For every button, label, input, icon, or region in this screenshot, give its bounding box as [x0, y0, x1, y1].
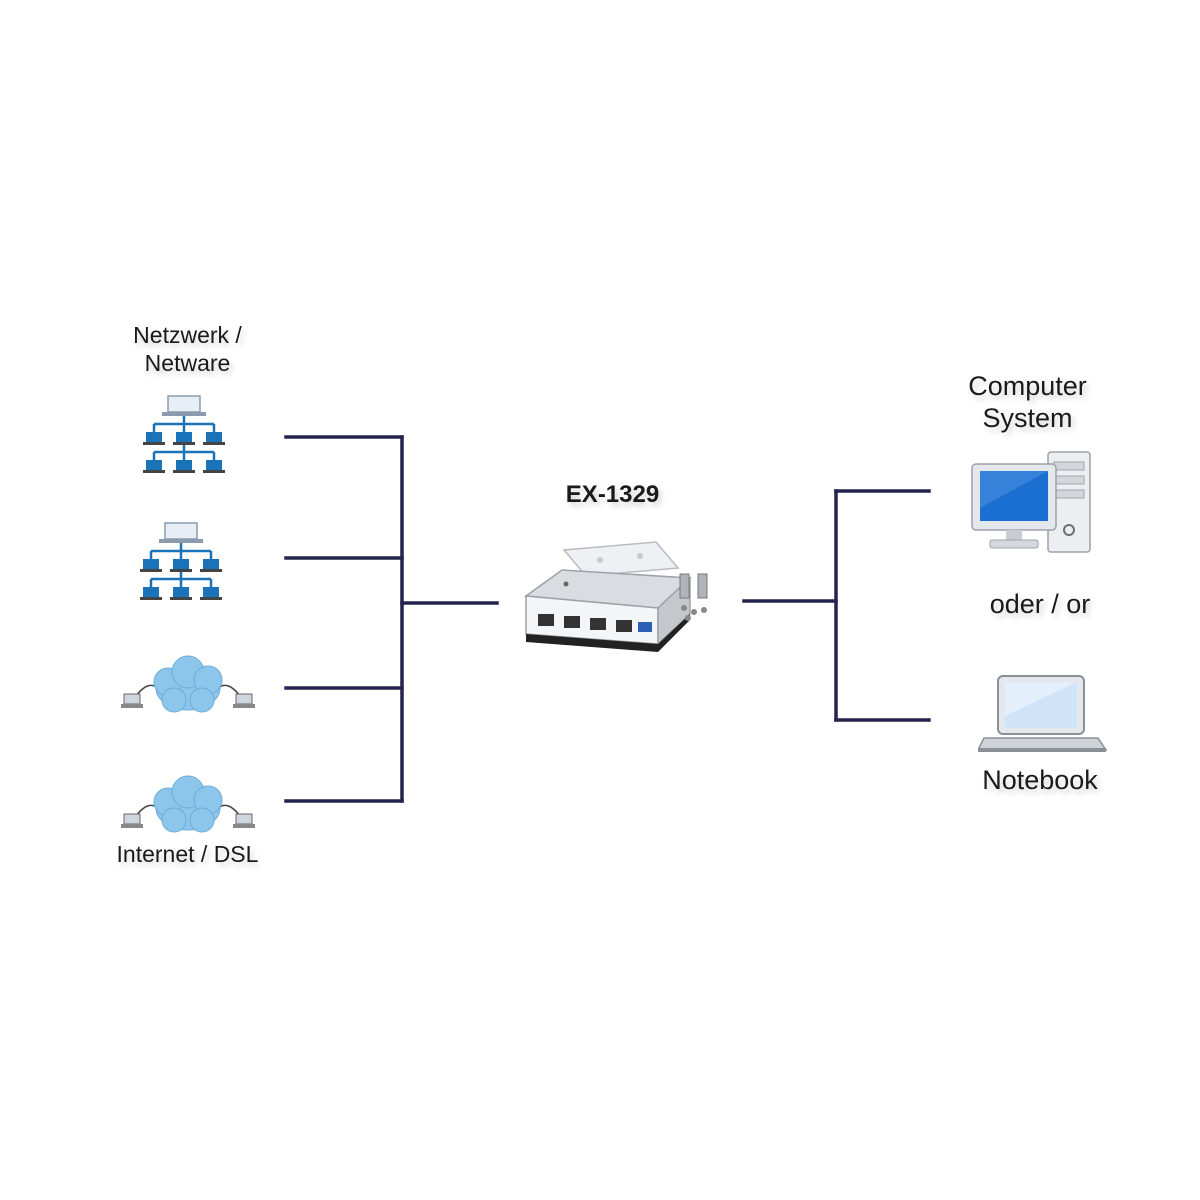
usb-ethernet-hub-icon [523, 541, 708, 652]
device-label: EX-1329 [565, 481, 660, 508]
cloud-network-icon [121, 775, 255, 833]
network-topology-icon [143, 395, 225, 473]
network-topology-icon [140, 522, 222, 600]
computer-label-line2: System [982, 403, 1073, 433]
desktop-computer-icon [971, 451, 1091, 553]
network-label: Netzwerk / Netware [100, 321, 275, 377]
computer-label: Computer System [940, 370, 1115, 434]
or-label: oder / or [989, 589, 1091, 619]
notebook-icon [978, 675, 1108, 752]
network-label-line2: Netware [144, 350, 231, 376]
network-label-line1: Netzwerk / [133, 322, 242, 348]
cloud-network-icon [121, 655, 255, 713]
internet-label: Internet / DSL [116, 841, 259, 867]
computer-label-line1: Computer [968, 371, 1087, 401]
notebook-label: Notebook [982, 765, 1098, 795]
